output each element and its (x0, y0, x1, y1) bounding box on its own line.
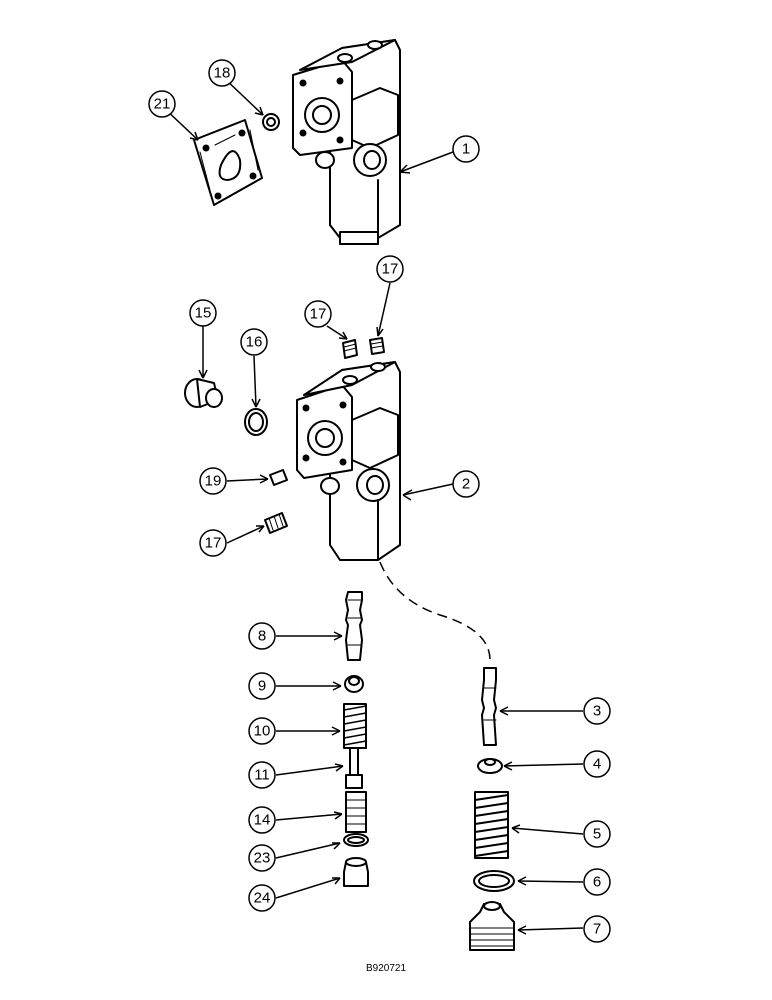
svg-text:23: 23 (254, 850, 271, 867)
retainer-part-4 (477, 758, 503, 774)
svg-text:5: 5 (593, 826, 601, 843)
svg-text:18: 18 (214, 65, 231, 82)
svg-text:21: 21 (154, 96, 171, 113)
svg-text:15: 15 (195, 305, 212, 322)
o-ring-part-23 (343, 833, 369, 847)
callout-24: 24 (248, 884, 276, 912)
leader-lines (163, 76, 584, 935)
svg-text:17: 17 (382, 261, 399, 278)
o-ring-part-16 (244, 408, 268, 436)
svg-text:6: 6 (593, 874, 601, 891)
callout-16: 16 (240, 328, 268, 356)
callout-17-top-left: 17 (304, 300, 332, 328)
callout-4: 4 (583, 750, 611, 778)
set-screw-part-17-a (342, 339, 358, 359)
svg-text:24: 24 (254, 890, 271, 907)
callout-2: 2 (452, 470, 480, 498)
svg-text:19: 19 (205, 473, 222, 490)
set-screw-part-19 (269, 469, 288, 486)
callout-15: 15 (189, 299, 217, 327)
svg-text:10: 10 (254, 723, 271, 740)
gasket-part-21 (193, 119, 263, 206)
sleeve-part-14 (345, 791, 367, 833)
set-screw-part-17-b (369, 337, 385, 355)
svg-text:11: 11 (254, 767, 270, 784)
pin-part-11 (345, 747, 363, 789)
callout-9: 9 (248, 672, 276, 700)
callout-14: 14 (248, 806, 276, 834)
callout-6: 6 (583, 868, 611, 896)
callout-1: 1 (452, 135, 480, 163)
svg-text:4: 4 (593, 756, 601, 773)
assembly-path-line (379, 561, 491, 661)
callout-21: 21 (148, 90, 176, 118)
callout-10: 10 (248, 717, 276, 745)
plug-part-15 (184, 378, 223, 408)
callout-5: 5 (583, 820, 611, 848)
drawing-code: B920721 (366, 963, 406, 974)
callout-11: 11 (248, 761, 276, 789)
spool-part-3 (481, 667, 497, 746)
spring-part-5 (474, 791, 509, 859)
callout-8: 8 (248, 622, 276, 650)
callout-19: 19 (199, 467, 227, 495)
callout-17-lower: 17 (199, 529, 227, 557)
callout-23: 23 (248, 844, 276, 872)
valve-housing-part-2 (296, 361, 401, 561)
spool-part-8 (345, 591, 363, 661)
svg-text:17: 17 (205, 535, 222, 552)
svg-text:16: 16 (246, 334, 263, 351)
plug-part-24 (343, 857, 369, 887)
svg-text:17: 17 (310, 306, 327, 323)
svg-text:1: 1 (462, 141, 470, 158)
callout-18: 18 (208, 59, 236, 87)
svg-text:9: 9 (258, 678, 266, 695)
svg-text:14: 14 (254, 812, 271, 829)
callout-3: 3 (583, 697, 611, 725)
retainer-part-9 (344, 675, 364, 693)
set-screw-part-17-c (264, 512, 288, 534)
o-ring-part-18 (262, 113, 280, 131)
valve-housing-part-1 (292, 39, 401, 245)
svg-text:8: 8 (258, 628, 266, 645)
plug-part-7 (469, 901, 515, 951)
callout-17-top-right: 17 (376, 255, 404, 283)
o-ring-part-6 (473, 870, 515, 892)
callout-7: 7 (583, 915, 611, 943)
svg-text:2: 2 (462, 476, 470, 493)
svg-text:3: 3 (593, 703, 601, 720)
svg-text:7: 7 (593, 921, 601, 938)
spring-part-10 (343, 703, 367, 749)
